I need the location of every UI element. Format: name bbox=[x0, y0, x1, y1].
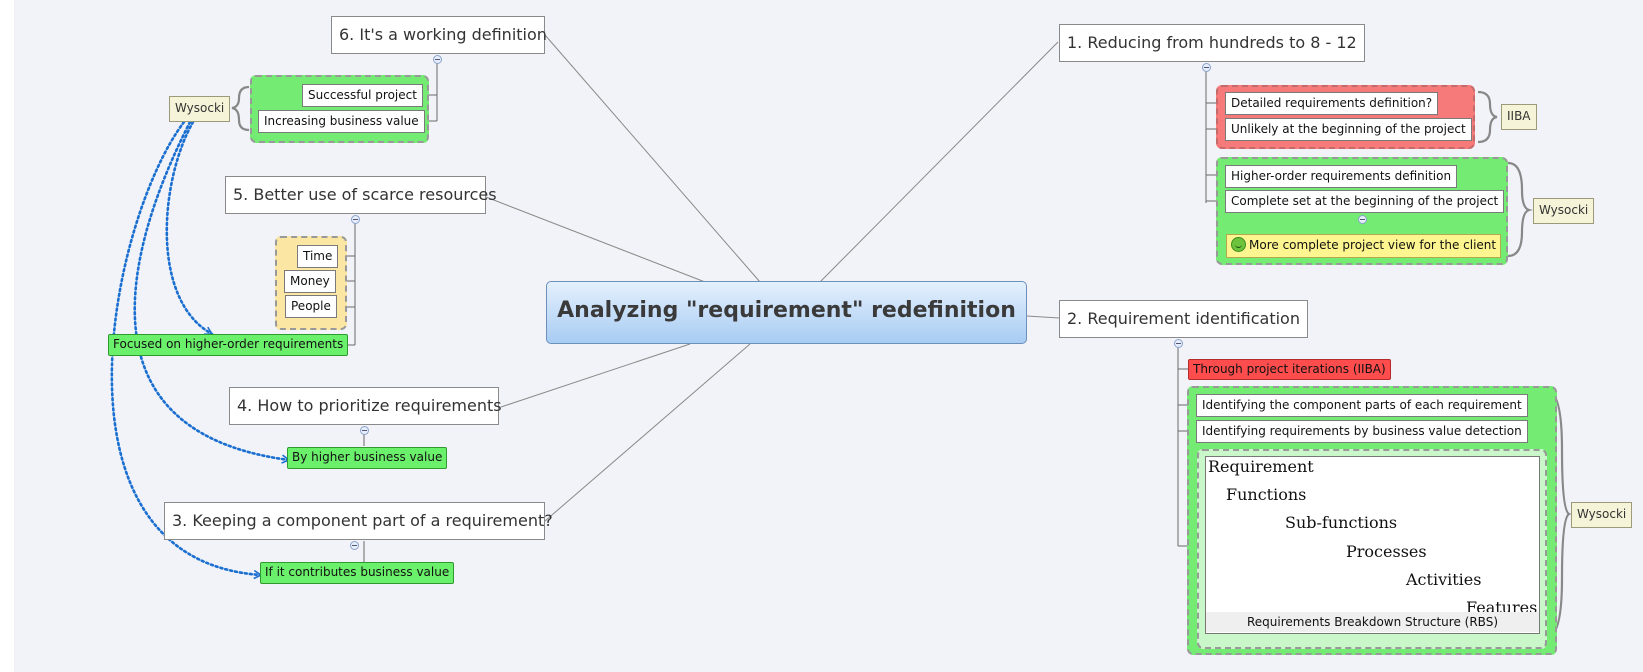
leaf-successful-project[interactable]: Successful project bbox=[302, 84, 423, 107]
collapse-toggle-b1[interactable] bbox=[1202, 63, 1211, 72]
callout-wysocki-b1[interactable]: Wysocki bbox=[1533, 198, 1595, 224]
rbs-image[interactable]: Requirement Functions Sub-functions Proc… bbox=[1205, 456, 1540, 634]
smiley-icon bbox=[1231, 237, 1246, 252]
collapse-toggle-b4[interactable] bbox=[360, 426, 369, 435]
leaf-component-parts[interactable]: Identifying the component parts of each … bbox=[1196, 394, 1528, 417]
leaf-increasing-business-value[interactable]: Increasing business value bbox=[258, 110, 425, 133]
leaf-more-complete-view-label: More complete project view for the clien… bbox=[1249, 238, 1497, 252]
rbs-caption: Requirements Breakdown Structure (RBS) bbox=[1206, 612, 1539, 632]
collapse-toggle-b3[interactable] bbox=[350, 541, 359, 550]
leaf-people[interactable]: People bbox=[285, 295, 337, 318]
collapse-toggle-b5[interactable] bbox=[351, 215, 360, 224]
leaf-unlikely-beginning[interactable]: Unlikely at the beginning of the project bbox=[1225, 118, 1472, 141]
leaf-higher-order-definition[interactable]: Higher-order requirements definition bbox=[1225, 165, 1458, 188]
rbs-level-processes: Processes bbox=[1346, 542, 1427, 561]
topic-requirement-identification[interactable]: 2. Requirement identification bbox=[1059, 300, 1308, 338]
leaf-through-iterations[interactable]: Through project iterations (IIBA) bbox=[1188, 359, 1391, 380]
rbs-level-sub-functions: Sub-functions bbox=[1285, 513, 1398, 532]
leaf-complete-set[interactable]: Complete set at the beginning of the pro… bbox=[1225, 190, 1505, 213]
rbs-level-activities: Activities bbox=[1406, 570, 1482, 589]
collapse-toggle-b6[interactable] bbox=[433, 55, 442, 64]
leaf-money[interactable]: Money bbox=[284, 270, 336, 293]
topic-working-definition[interactable]: 6. It's a working definition bbox=[331, 16, 547, 54]
topic-prioritize-requirements[interactable]: 4. How to prioritize requirements bbox=[229, 387, 502, 425]
leaf-time[interactable]: Time bbox=[297, 245, 339, 268]
leaf-detailed-requirements[interactable]: Detailed requirements definition? bbox=[1225, 92, 1439, 115]
topic-scarce-resources[interactable]: 5. Better use of scarce resources bbox=[225, 176, 497, 214]
callout-iiba[interactable]: IIBA bbox=[1501, 104, 1537, 130]
topic-reducing-requirements[interactable]: 1. Reducing from hundreds to 8 - 12 bbox=[1059, 24, 1365, 62]
collapse-toggle-complete-set[interactable] bbox=[1358, 215, 1367, 224]
collapse-toggle-b2[interactable] bbox=[1174, 339, 1183, 348]
leaf-contributes-business-value[interactable]: If it contributes business value bbox=[260, 562, 455, 584]
leaf-more-complete-view[interactable]: More complete project view for the clien… bbox=[1226, 234, 1502, 258]
rbs-level-functions: Functions bbox=[1226, 485, 1307, 504]
leaf-higher-business-value[interactable]: By higher business value bbox=[287, 447, 448, 469]
callout-wysocki-b6[interactable]: Wysocki bbox=[169, 96, 231, 122]
leaf-focused-higher-order[interactable]: Focused on higher-order requirements bbox=[108, 334, 349, 356]
central-topic[interactable]: Analyzing "requirement" redefinition bbox=[546, 281, 1027, 344]
rbs-level-requirement: Requirement bbox=[1208, 457, 1314, 476]
topic-keeping-component[interactable]: 3. Keeping a component part of a require… bbox=[164, 502, 553, 540]
leaf-business-value-detection[interactable]: Identifying requirements by business val… bbox=[1196, 420, 1528, 443]
callout-wysocki-b2[interactable]: Wysocki bbox=[1571, 502, 1633, 528]
